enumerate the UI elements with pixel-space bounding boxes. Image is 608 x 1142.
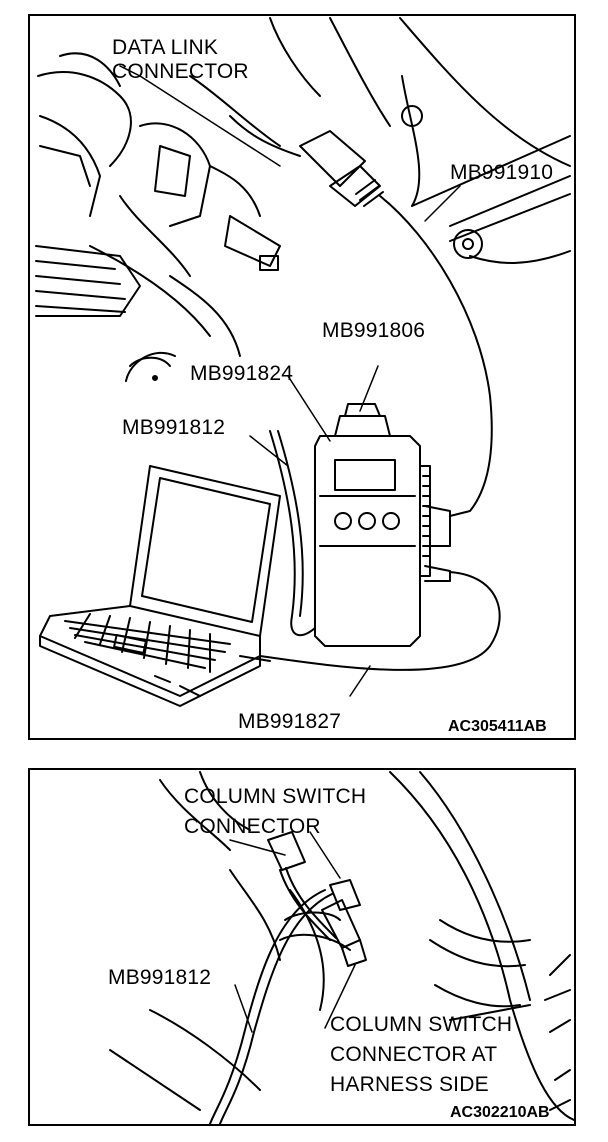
dashboard-linework [35, 52, 301, 382]
top-diagram-illustration [35, 17, 571, 707]
figure-code-bottom: AC302210AB [450, 1104, 550, 1121]
leader-lines-bottom [229, 831, 356, 1033]
steering-column-linework [109, 771, 574, 1121]
mb991812-cable [269, 430, 316, 637]
label-mb991824: MB991824 [190, 362, 294, 385]
bottom-diagram-panel: COLUMN SWITCH CONNECTOR MB991812 COLUMN … [28, 768, 576, 1126]
figure-code-top: AC305411AB [448, 718, 547, 735]
label-data-link-connector: DATA LINK CONNECTOR [112, 36, 249, 83]
mb991824-vci-device [259, 403, 501, 671]
label-mb991812-bottom: MB991812 [108, 966, 212, 989]
laptop-pc [39, 465, 281, 707]
label-column-switch-connector: COLUMN SWITCH CONNECTOR [184, 785, 367, 838]
label-mb991827: MB991827 [238, 710, 342, 733]
vehicle-body-linework [269, 17, 571, 264]
leader-lines [119, 65, 461, 697]
label-mb991910: MB991910 [450, 161, 554, 184]
top-diagram-panel: DATA LINK CONNECTOR MB991910 MB991806 MB… [28, 14, 576, 740]
data-link-connector-drawing [299, 130, 493, 517]
label-mb991806: MB991806 [322, 319, 426, 342]
label-column-switch-connector-harness-side: COLUMN SWITCH CONNECTOR AT HARNESS SIDE [330, 1013, 513, 1096]
mb991812-cable-bottom [209, 889, 333, 1124]
bottom-diagram-illustration [109, 771, 574, 1124]
label-mb991812: MB991812 [122, 416, 226, 439]
column-switch-connector-drawing [267, 831, 367, 967]
